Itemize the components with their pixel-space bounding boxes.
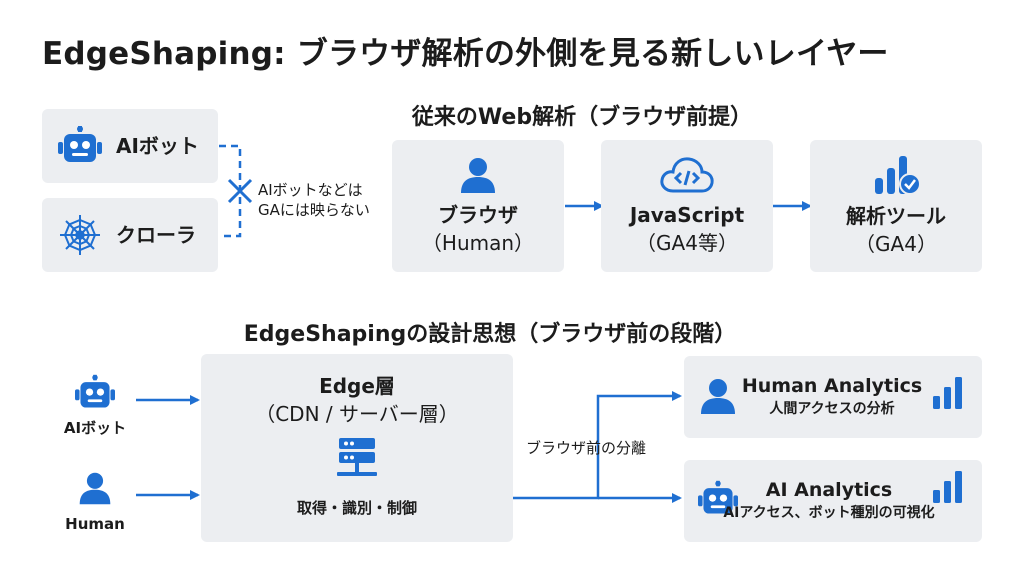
source-ai-bot-label: AIボット bbox=[116, 134, 199, 158]
flow-tool-title: 解析ツール bbox=[846, 204, 946, 228]
source-crawler: クローラ bbox=[42, 198, 218, 272]
dashed-bracket bbox=[219, 144, 242, 238]
flow-browser-box: ブラウザ （Human） bbox=[392, 140, 564, 272]
output-human-subtitle: 人間アクセスの分析 bbox=[769, 401, 895, 417]
split-label: ブラウザ前の分離 bbox=[526, 439, 647, 457]
bar-chart-icon bbox=[932, 376, 964, 410]
person-icon bbox=[698, 376, 738, 416]
cloud-code-icon bbox=[659, 155, 715, 195]
output-ai-analytics: AI Analytics AIアクセス、ボット種別の可視化 bbox=[684, 460, 982, 542]
edge-subtitle: （CDN / サーバー層） bbox=[255, 402, 459, 426]
blocked-note: AIボットなどは GAには映らない bbox=[258, 180, 388, 220]
output-ai-title: AI Analytics bbox=[765, 479, 893, 501]
blocked-note-line-1: AIボットなどは bbox=[258, 181, 363, 199]
flow-browser-title: ブラウザ bbox=[438, 203, 518, 227]
split-line bbox=[513, 391, 682, 500]
server-icon bbox=[335, 438, 379, 482]
input-ai-bot: AIボット bbox=[50, 374, 140, 438]
robot-icon bbox=[75, 374, 115, 412]
output-ai-subtitle: AIアクセス、ボット種別の可視化 bbox=[723, 505, 935, 521]
source-ai-bot: AIボット bbox=[42, 109, 218, 183]
flow-browser-subtitle: （Human） bbox=[421, 231, 535, 255]
input-human-label: Human bbox=[65, 515, 125, 533]
input-ai-bot-label: AIボット bbox=[63, 419, 127, 437]
edge-layer-box: Edge層 （CDN / サーバー層） 取得・識別・制御 bbox=[201, 354, 513, 542]
person-icon bbox=[77, 470, 113, 506]
bar-chart-icon bbox=[932, 470, 964, 504]
output-human-title: Human Analytics bbox=[741, 375, 923, 397]
bottom-section-heading: EdgeShapingの設計思想（ブラウザ前の段階） bbox=[243, 322, 737, 347]
blocked-note-line-2: GAには映らない bbox=[258, 201, 370, 219]
flow-tool-box: 解析ツール （GA4） bbox=[810, 140, 982, 272]
robot-icon bbox=[698, 480, 738, 518]
person-icon bbox=[458, 155, 498, 195]
output-human-analytics: Human Analytics 人間アクセスの分析 bbox=[684, 356, 982, 438]
robot-icon bbox=[58, 126, 102, 166]
edge-caption: 取得・識別・制御 bbox=[296, 499, 417, 517]
analytics-check-icon bbox=[871, 154, 921, 196]
flow-tool-subtitle: （GA4） bbox=[855, 232, 937, 256]
page-title: EdgeShaping: ブラウザ解析の外側を見る新しいレイヤー bbox=[42, 36, 889, 72]
flow-js-subtitle: （GA4等） bbox=[636, 231, 738, 255]
source-crawler-label: クローラ bbox=[116, 223, 196, 247]
top-section-heading: 従来のWeb解析（ブラウザ前提） bbox=[411, 105, 753, 130]
blocked-x-icon bbox=[227, 178, 253, 204]
input-human: Human bbox=[50, 470, 140, 534]
flow-js-box: JavaScript （GA4等） bbox=[601, 140, 773, 272]
spider-web-icon bbox=[58, 213, 102, 257]
flow-js-title: JavaScript bbox=[629, 203, 745, 227]
edge-title: Edge層 bbox=[319, 374, 395, 398]
